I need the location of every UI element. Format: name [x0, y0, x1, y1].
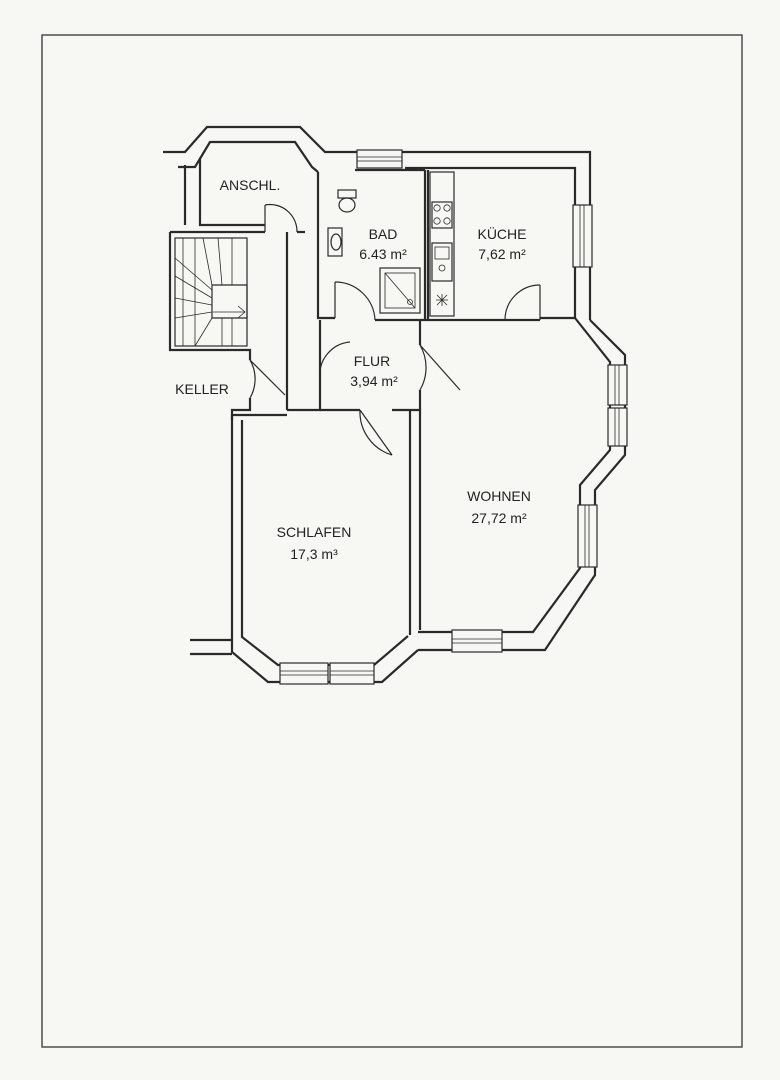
room-label-wohnen: WOHNEN [467, 488, 531, 504]
washbasin-icon [330, 233, 342, 251]
interior-walls [168, 168, 575, 635]
bathroom-fixtures [327, 189, 421, 314]
kitchen-fixtures [429, 171, 455, 317]
sheet-border [41, 34, 743, 1048]
room-labels: ANSCHL. BAD 6.43 m² KÜCHE 7,62 m² FLUR 3… [175, 177, 531, 562]
shower-icon [379, 267, 421, 314]
fridge-icon [436, 294, 448, 306]
sink-icon [431, 242, 453, 282]
room-label-bad: BAD [369, 226, 398, 242]
room-label-kueche: KÜCHE [477, 225, 526, 242]
room-area-bad: 6.43 m² [359, 246, 407, 262]
room-area-kueche: 7,62 m² [478, 246, 526, 262]
toilet-icon [337, 189, 357, 199]
windows [279, 149, 628, 685]
exterior-walls [163, 125, 627, 684]
stove-icon [431, 201, 453, 229]
doors [249, 203, 541, 456]
staircase [174, 237, 248, 347]
room-label-anschl: ANSCHL. [220, 177, 281, 193]
room-area-wohnen: 27,72 m² [471, 510, 527, 526]
room-label-flur: FLUR [354, 353, 391, 369]
room-area-flur: 3,94 m² [350, 373, 398, 389]
room-area-schlafen: 17,3 m³ [290, 546, 338, 562]
room-label-schlafen: SCHLAFEN [277, 524, 352, 540]
room-label-keller: KELLER [175, 381, 229, 397]
